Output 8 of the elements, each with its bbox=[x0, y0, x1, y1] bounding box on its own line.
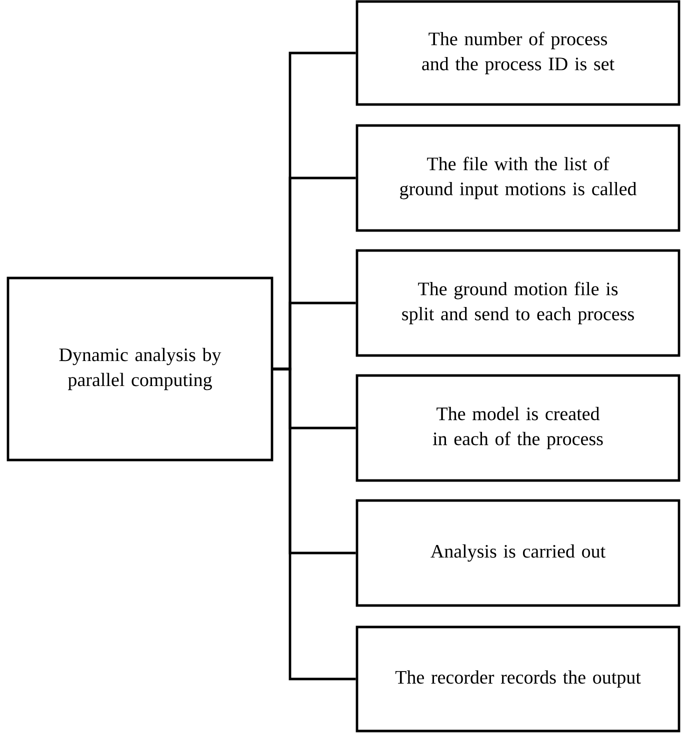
process-box: The number of process and the process ID is set bbox=[356, 0, 680, 106]
connector-line bbox=[273, 368, 356, 680]
process-box: The recorder records the output bbox=[356, 626, 680, 732]
process-box: The model is created in each of the process bbox=[356, 374, 680, 482]
process-box: The file with the list of ground input motions is called bbox=[356, 124, 680, 232]
process-box: Analysis is carried out bbox=[356, 499, 680, 607]
process-box: The ground motion file is split and send to each process bbox=[356, 249, 680, 357]
root-box: Dynamic analysis by parallel computing bbox=[6, 276, 274, 462]
